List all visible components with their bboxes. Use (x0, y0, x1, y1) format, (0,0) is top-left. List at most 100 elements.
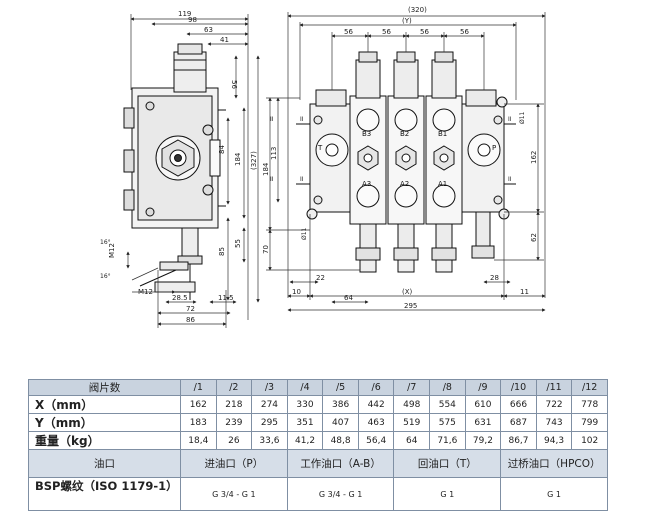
dim-84: 84 (218, 145, 226, 154)
table-cell: 687 (500, 413, 537, 432)
col-6: /6 (357, 379, 395, 396)
side-view-dim-labels: 119 98 63 41 56 84 184 (327) 85 55 16° M… (100, 10, 258, 324)
col-8: /8 (429, 379, 466, 396)
table-cell: 64 (393, 431, 431, 450)
dim-56-a: 56 (344, 28, 353, 36)
table-cell: 183 (180, 413, 217, 432)
dim-10: 10 (292, 288, 301, 296)
table-cell: 26 (215, 431, 253, 450)
col-10: /10 (500, 379, 537, 396)
dim-x: (X) (402, 288, 413, 296)
dim-16-deg: 16° (100, 239, 111, 246)
table-row-weight: 重量（kg） 18,4 26 33,6 41,2 48,8 56,4 64 71… (28, 431, 608, 450)
dim-184-front: 184 (262, 162, 270, 176)
port-labels: T P B3 B2 B1 A3 A2 A1 (317, 130, 496, 188)
table-cell: 162 (180, 395, 217, 414)
col-4: /4 (286, 379, 324, 396)
table-cell: 56,4 (357, 431, 395, 450)
table-cell: 102 (571, 431, 608, 450)
table-cell: 386 (322, 395, 359, 414)
dim-d11-b: Ø11 (519, 111, 526, 124)
port-a1-label: A1 (438, 180, 447, 188)
row-label: X（mm） (28, 395, 181, 414)
dim-70: 70 (262, 245, 270, 254)
dim-y: (Y) (402, 17, 412, 25)
thread-mark-2: II (300, 176, 304, 183)
technical-drawing: 119 98 63 41 56 84 184 (327) 85 55 16° M… (100, 6, 546, 328)
thread-marks: II II II II II II (270, 116, 512, 183)
port-b2-label: B2 (400, 130, 409, 138)
section-1 (349, 51, 387, 273)
dim-327: (327) (250, 151, 258, 170)
dim-119: 119 (178, 10, 191, 18)
dim-162: 162 (530, 151, 538, 164)
bridge-thread: G 1 (500, 477, 608, 511)
table-row-bsp: BSP螺纹（ISO 1179-1） G 3/4 - G 1 G 3/4 - G … (28, 477, 608, 511)
dim-56-c: 56 (420, 28, 429, 36)
table-cell: 799 (571, 413, 608, 432)
table-cell: 274 (251, 395, 288, 414)
return-port-label: 回油口（T） (393, 449, 502, 478)
side-view-dims (126, 14, 260, 328)
dim-86: 86 (186, 316, 195, 324)
table-cell: 575 (429, 413, 466, 432)
port-a2-label: A2 (400, 180, 409, 188)
header-row: 阀片数 /1 /2 /3 /4 /5 /6 /7 /8 /9 /10 /11 /… (28, 379, 608, 396)
front-view-dims (266, 12, 546, 312)
dim-22: 22 (316, 274, 325, 282)
col-5: /5 (322, 379, 359, 396)
dim-63: 63 (204, 26, 213, 34)
table-row-y: Y（mm） 183 239 295 351 407 463 519 575 63… (28, 413, 608, 432)
dim-56: 56 (230, 80, 238, 89)
port-b3-label: B3 (362, 130, 371, 138)
dim-m12: M12 (108, 243, 116, 258)
dim-d11-a: Ø11 (301, 227, 308, 240)
table-cell: 463 (357, 413, 395, 432)
dim-28: 28 (490, 274, 499, 282)
table-cell: 48,8 (322, 431, 359, 450)
col-3: /3 (251, 379, 288, 396)
port-b1-label: B1 (438, 130, 447, 138)
thread-mark-4: II (508, 176, 512, 183)
table-row-x: X（mm） 162 218 274 330 386 442 498 554 61… (28, 395, 608, 414)
section-2 (387, 51, 425, 273)
dim-113: 113 (270, 147, 278, 160)
table-cell: 554 (429, 395, 466, 414)
ports-label: 油口 (28, 449, 181, 478)
dim-56-b: 56 (382, 28, 391, 36)
port-t-label: T (317, 144, 323, 152)
table-cell: 519 (393, 413, 431, 432)
dim-11: 11 (520, 288, 529, 296)
table-cell: 239 (215, 413, 253, 432)
port-p-label: P (492, 144, 496, 152)
header-label: 阀片数 (28, 379, 181, 396)
thread-mark-6: II (270, 176, 274, 183)
col-9: /9 (464, 379, 502, 396)
table-cell: 778 (571, 395, 608, 414)
dim-11-5: 11.5 (218, 294, 234, 302)
table-cell: 442 (357, 395, 395, 414)
return-thread: G 1 (393, 477, 502, 511)
dim-85: 85 (218, 247, 226, 256)
dim-56-d: 56 (460, 28, 469, 36)
table-cell: 498 (393, 395, 431, 414)
dim-m12-b: M12 (138, 288, 153, 296)
row-label: 重量（kg） (28, 431, 181, 450)
inlet-port-label: 进油口（P） (180, 449, 288, 478)
col-11: /11 (535, 379, 573, 396)
dim-295: 295 (404, 302, 417, 310)
dim-72: 72 (186, 305, 195, 313)
row-label: Y（mm） (28, 413, 181, 432)
table-cell: 631 (464, 413, 502, 432)
table-cell: 41,2 (286, 431, 324, 450)
dim-320: (320) (408, 6, 427, 14)
table-cell: 79,2 (464, 431, 502, 450)
table-row-ports: 油口 进油口（P） 工作油口（A-B） 回油口（T） 过桥油口（HPCO） (28, 449, 608, 478)
table-cell: 218 (215, 395, 253, 414)
front-view-dim-labels: (320) (Y) 56 56 56 56 113 184 70 Ø11 Ø11… (262, 6, 538, 310)
port-a3-label: A3 (362, 180, 371, 188)
front-view (296, 51, 516, 273)
table-cell: 351 (286, 413, 324, 432)
thread-mark-5: II (270, 116, 274, 123)
table-cell: 295 (251, 413, 288, 432)
